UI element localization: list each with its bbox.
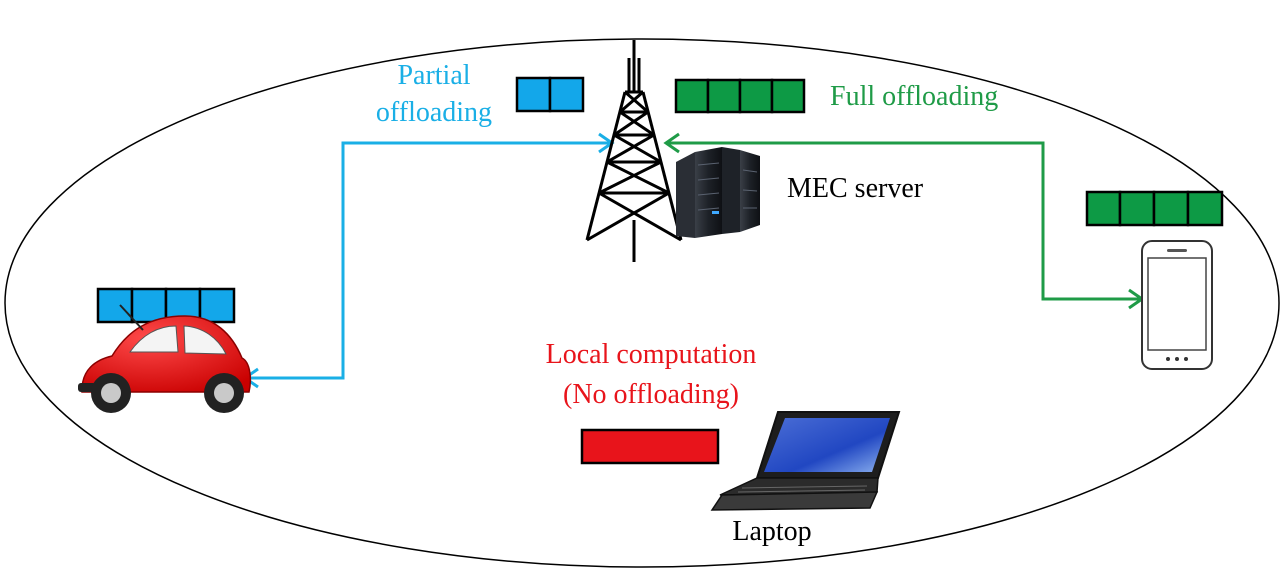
partial-task-queue [515, 76, 585, 113]
coverage-area-ellipse [4, 38, 1280, 568]
task-block [1085, 190, 1122, 227]
phone-icon [1141, 240, 1213, 370]
local-task-block [580, 428, 720, 465]
local-computation-label-line2: (No offloading) [563, 379, 739, 410]
car-icon [78, 304, 252, 413]
task-block [198, 287, 236, 324]
partial-offloading-label-line2: offloading [376, 97, 492, 128]
task-block [706, 78, 742, 114]
task-block [548, 76, 585, 113]
mec-server-label: MEC server [787, 173, 924, 204]
local-computation-label-line1: Local computation [546, 339, 757, 370]
task-block [1118, 190, 1156, 227]
laptop-label: Laptop [732, 516, 811, 547]
partial-offloading-label-line1: Partial [397, 60, 470, 91]
task-block [515, 76, 552, 113]
full-task-queue [674, 78, 806, 114]
server-icon [676, 147, 760, 238]
task-block [96, 287, 134, 324]
phone-task-queue [1085, 190, 1224, 227]
task-block [1152, 190, 1190, 227]
task-block [738, 78, 774, 114]
laptop-icon [710, 411, 901, 511]
task-block [1186, 190, 1224, 227]
full-offloading-label: Full offloading [830, 81, 998, 112]
tower-icon [585, 40, 683, 262]
task-block [674, 78, 710, 114]
task-block [770, 78, 806, 114]
task-block [130, 287, 168, 324]
